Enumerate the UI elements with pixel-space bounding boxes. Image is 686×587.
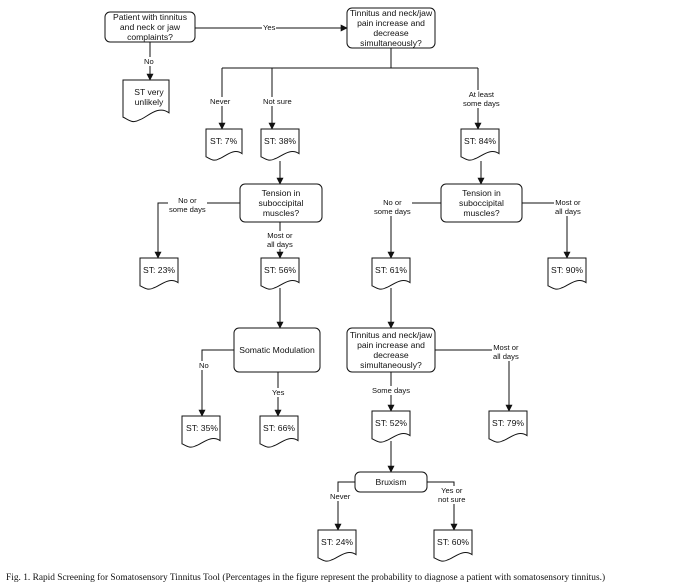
st-38-shape — [260, 128, 300, 161]
edge-label-at-least-some-days: At least some days — [462, 90, 501, 108]
somatic-box — [233, 327, 321, 373]
edge-label-never-2: Never — [329, 492, 352, 501]
edge-label-no-or-some-days-1: No or some days — [168, 196, 207, 214]
edge-label-yes-1: Yes — [262, 23, 277, 32]
edge-label-most-or-all-days-3: Most or all days — [492, 343, 520, 361]
edge-tension1-to-st23 — [154, 202, 240, 259]
st-unlikely-shape — [122, 79, 170, 123]
start-box — [104, 11, 196, 43]
edge-bruxism-to-st60 — [427, 481, 458, 531]
edge-label-no-1: No — [143, 57, 155, 66]
edge-somatic-to-st35 — [198, 349, 234, 417]
tension-2-box — [440, 183, 523, 223]
st-56-shape — [260, 257, 300, 290]
edge-label-most-or-all-days-2: Most or all days — [554, 198, 582, 216]
edge-bruxism-to-st24 — [334, 481, 355, 531]
st-66-shape — [259, 415, 299, 448]
st-79-shape — [488, 410, 528, 443]
bruxism-box — [354, 471, 428, 493]
edge-label-yes-or-not-sure: Yes or not sure — [437, 486, 467, 504]
st-60-shape — [433, 529, 473, 562]
tension-1-box — [239, 183, 323, 223]
edge-label-yes-2: Yes — [271, 388, 286, 397]
st-90-shape — [547, 257, 587, 290]
edge-label-never-1: Never — [209, 97, 232, 106]
st-84-shape — [460, 128, 500, 161]
st-24-shape — [317, 529, 357, 562]
simultaneous-1-box — [346, 7, 436, 49]
edge-label-no-or-some-days-2: No or some days — [373, 198, 412, 216]
edge-label-no-2: No — [198, 361, 210, 370]
st-7-shape — [205, 128, 243, 161]
edge-label-most-or-all-days-1: Most or all days — [266, 231, 294, 249]
edge-label-some-days: Some days — [371, 386, 411, 395]
edge-label-not-sure-1: Not sure — [262, 97, 293, 106]
simultaneous-2-box — [346, 327, 436, 373]
figure-caption: Fig. 1. Rapid Screening for Somatosensor… — [6, 573, 606, 583]
st-23-shape — [139, 257, 179, 290]
st-52-shape — [371, 410, 411, 443]
st-35-shape — [181, 415, 221, 448]
st-61-shape — [371, 257, 411, 290]
